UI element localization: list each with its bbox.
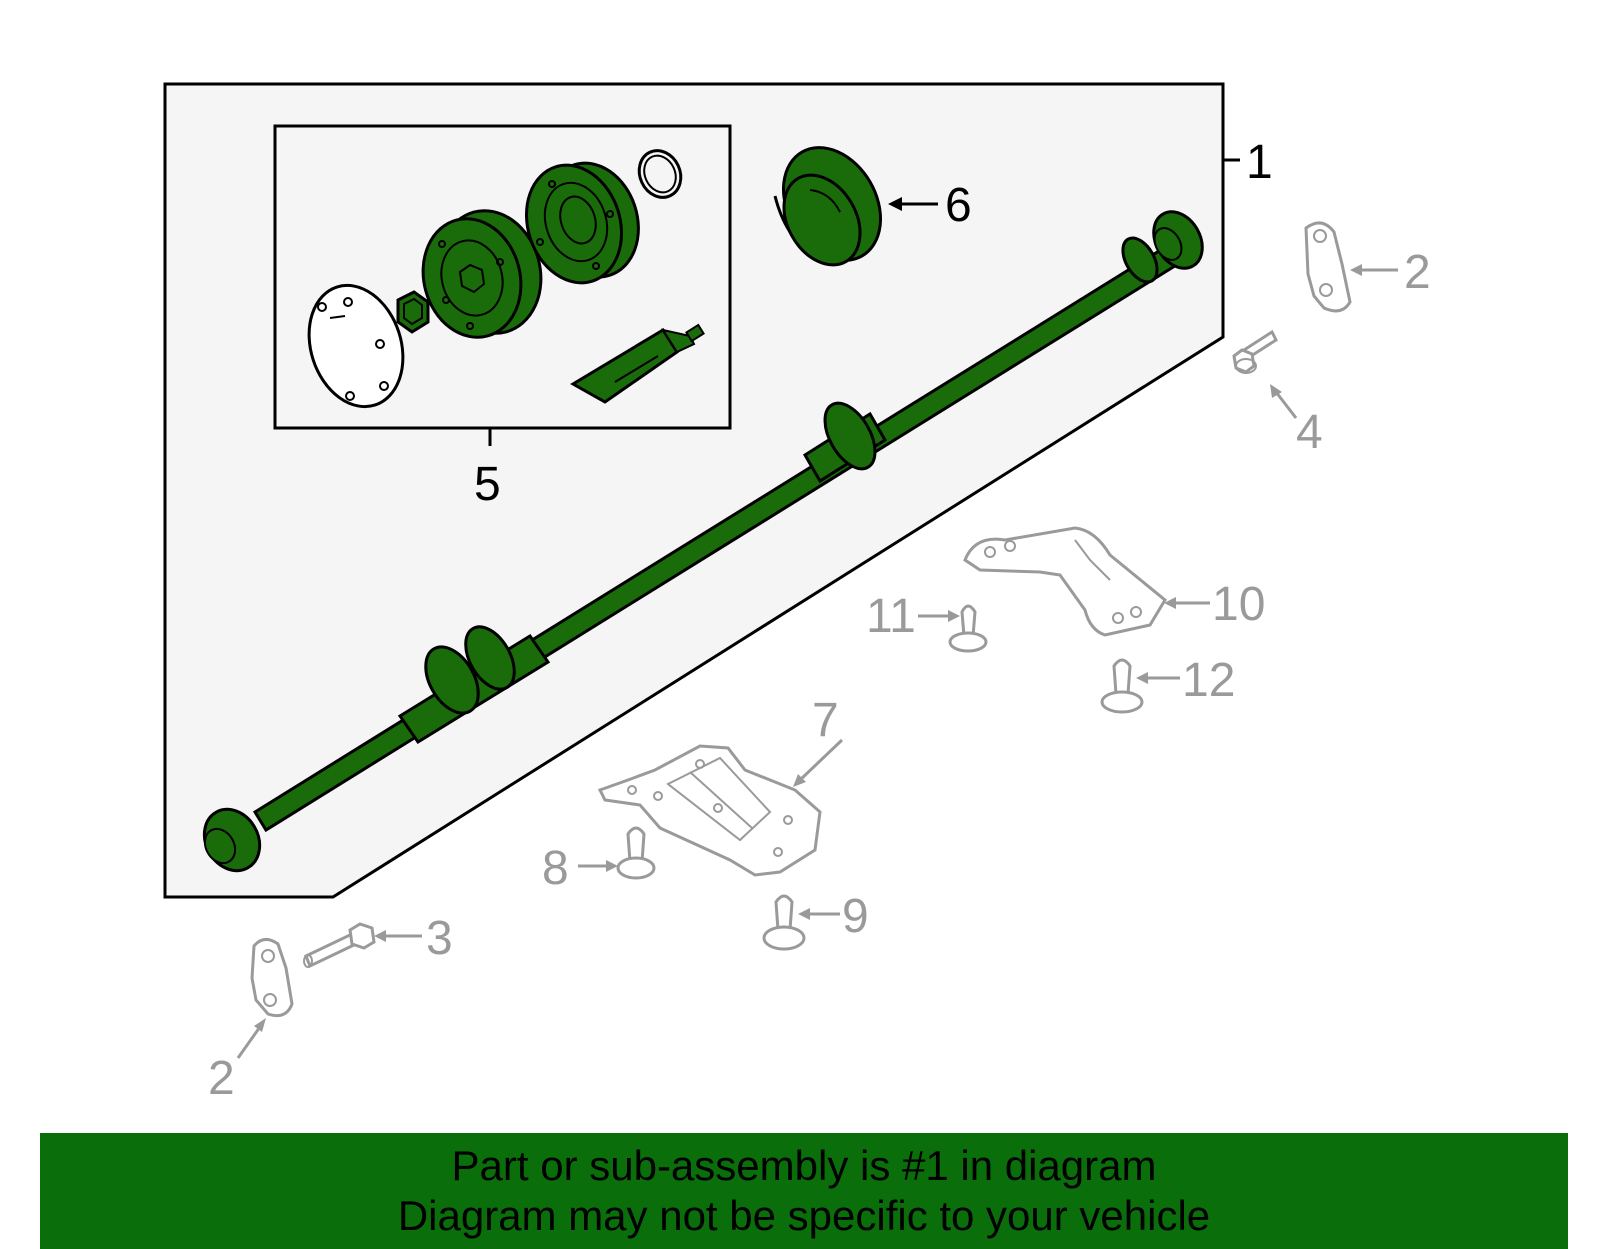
callout-5: 5 (474, 458, 501, 511)
bolt-bottom (303, 922, 376, 969)
callout-2-bottom: 2 (208, 1052, 235, 1105)
banner-line-1: Part or sub-assembly is #1 in diagram (451, 1142, 1157, 1189)
heat-shield (597, 744, 822, 877)
driveshaft (202, 210, 1204, 873)
callout-3: 3 (426, 912, 453, 965)
center-bearing (773, 146, 882, 267)
callout-6: 6 (945, 179, 972, 232)
callout-2-top: 2 (1404, 246, 1431, 299)
push-pin-11 (948, 604, 988, 653)
bracket-10 (963, 526, 1167, 637)
o-ring (637, 149, 683, 199)
info-banner: Part or sub-assembly is #1 in diagram Di… (40, 1133, 1568, 1249)
callout-4: 4 (1296, 406, 1323, 459)
grease-tube (570, 323, 705, 404)
callout-9: 9 (842, 890, 869, 943)
flex-disc (421, 209, 543, 339)
callout-7: 7 (812, 694, 839, 747)
push-pin-12 (1100, 658, 1144, 714)
push-pin-8 (616, 826, 656, 880)
push-pin-9 (762, 894, 806, 951)
banner-line-2: Diagram may not be specific to your vehi… (397, 1192, 1211, 1239)
bolt-top (1232, 329, 1278, 374)
bracket-bottom (250, 938, 294, 1018)
callout-10: 10 (1212, 578, 1265, 631)
callout-12: 12 (1182, 654, 1235, 707)
hex-nut (396, 290, 430, 334)
callout-11: 11 (866, 590, 916, 643)
callout-8: 8 (542, 842, 569, 895)
flange (524, 161, 640, 285)
gasket-ring (307, 283, 405, 409)
bracket-top (1304, 221, 1352, 313)
callout-1: 1 (1246, 136, 1273, 189)
